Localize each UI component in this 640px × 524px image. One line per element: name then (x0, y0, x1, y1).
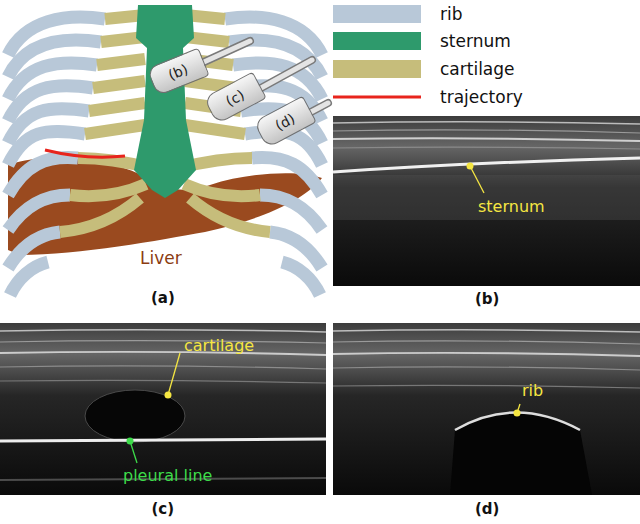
tissue-line (0, 341, 326, 343)
ultrasound-image (333, 116, 640, 286)
costal-cartilage (93, 81, 145, 88)
tissue-line (333, 122, 640, 124)
costal-cartilage (85, 125, 145, 134)
annotation-label: pleural line (123, 466, 212, 485)
legend-swatch (333, 32, 421, 50)
tissue-layers (333, 122, 640, 149)
tissue-line (0, 330, 326, 332)
tissue-line (333, 341, 640, 344)
trajectory-line (45, 150, 125, 157)
annotation-dot (127, 438, 134, 445)
probe-label: (d) (272, 110, 297, 133)
legend-line-sample (333, 96, 421, 99)
ultrasound-image-panel: rib (333, 323, 640, 495)
ultrasound-image-panel: sternum (333, 116, 640, 286)
legend-text: trajectory (440, 87, 523, 107)
tissue-line (0, 380, 326, 383)
annotation-label: sternum (478, 197, 545, 216)
cable-outline (204, 41, 250, 62)
annotation-dot (165, 392, 172, 399)
ultrasound-background (0, 323, 326, 495)
annotation-dot (514, 410, 521, 417)
tissue-line (0, 352, 326, 355)
annotation-dot (467, 163, 474, 170)
legend-swatch (333, 60, 421, 78)
rib-cage-half (8, 15, 150, 295)
cable-core (261, 60, 312, 88)
cartilages (60, 15, 150, 232)
costal-cartilage (97, 59, 145, 65)
tissue-line (333, 130, 640, 133)
annotation-label: rib (522, 381, 543, 400)
tissue-layers (0, 330, 326, 383)
sternum-shape (134, 5, 196, 198)
rib-bone (8, 195, 70, 230)
cable-outline (261, 60, 312, 88)
legend-text: rib (440, 4, 463, 24)
bone-texture (333, 175, 640, 220)
ultrasound-image-panel: cartilage pleural line (0, 323, 326, 495)
costal-cartilage (60, 198, 140, 232)
ultrasound-image (333, 323, 640, 495)
tissue-layers (333, 330, 640, 388)
cable-core (311, 103, 328, 112)
tissue-line (333, 385, 640, 388)
sternum-echo (333, 158, 640, 172)
costal-cartilage (70, 184, 146, 196)
cable-outline (311, 103, 328, 112)
pleural-line (0, 439, 326, 441)
panel-label: (c) (152, 500, 175, 518)
probe-label: (b) (166, 61, 190, 83)
rib-bone (10, 262, 48, 295)
annotation-label: cartilage (184, 336, 254, 355)
tissue-line (0, 366, 326, 369)
leader-line (470, 166, 484, 193)
tissue-line (333, 330, 640, 332)
tissue-line (333, 353, 640, 356)
legend-text: sternum (440, 31, 511, 51)
organ-label: Liver (140, 248, 182, 268)
probe-label: (c) (223, 87, 247, 110)
tissue-line (333, 147, 640, 149)
ultrasound-image (0, 323, 326, 495)
panel-label: (d) (475, 500, 499, 518)
rib-shadow (450, 413, 592, 496)
ultrasound-probe: (c) (203, 72, 267, 125)
ultrasound-probe: (b) (146, 48, 209, 97)
ultrasound-background (333, 116, 640, 286)
ultrasound-probe: (d) (253, 96, 317, 149)
panel-label: (b) (475, 290, 499, 308)
panel-label: (a) (151, 289, 175, 307)
tissue-line (333, 367, 640, 370)
costal-cartilage (89, 103, 145, 111)
ultrasound-background (333, 323, 640, 495)
cable-core (204, 41, 250, 62)
leader-line (168, 353, 180, 395)
tissue-line (333, 138, 640, 141)
legend-text: cartilage (440, 59, 515, 79)
cartilage-shadow (85, 390, 185, 442)
legend-swatch (333, 5, 421, 23)
